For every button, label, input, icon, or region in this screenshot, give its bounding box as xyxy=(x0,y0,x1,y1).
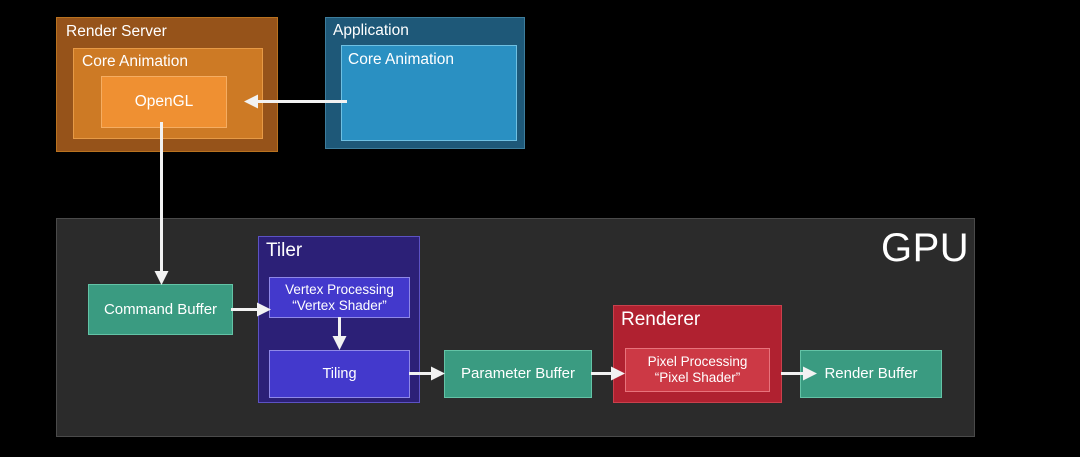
render-buffer-box: Render Buffer xyxy=(800,350,942,398)
tiling-box: Tiling xyxy=(269,350,410,398)
application-core-animation-title: Core Animation xyxy=(348,51,454,68)
command-buffer-label: Command Buffer xyxy=(103,300,218,318)
tiling-label: Tiling xyxy=(322,365,357,382)
renderer-title: Renderer xyxy=(621,309,701,330)
vertex-processing-line-1: Vertex Processing xyxy=(285,281,394,297)
opengl-label: OpenGL xyxy=(134,93,194,111)
tiler-title: Tiler xyxy=(266,240,303,261)
pixel-processing-line-1: Pixel Processing xyxy=(647,354,748,370)
pixel-processing-line-2: “Pixel Shader” xyxy=(654,370,741,385)
command-buffer-box: Command Buffer xyxy=(88,284,233,335)
parameter-buffer-box: Parameter Buffer xyxy=(444,350,592,398)
application-title: Application xyxy=(333,22,409,39)
parameter-buffer-label: Parameter Buffer xyxy=(461,365,575,383)
application-core-animation-group xyxy=(341,45,517,141)
vertex-processing-label: Vertex Processing “Vertex Shader” xyxy=(270,278,409,317)
vertex-processing-line-2: “Vertex Shader” xyxy=(292,297,387,313)
render-server-title: Render Server xyxy=(66,23,167,40)
opengl-box: OpenGL xyxy=(101,76,227,128)
pixel-processing-label: Pixel Processing “Pixel Shader” xyxy=(626,349,769,391)
gpu-title: GPU xyxy=(881,226,970,270)
render-buffer-label: Render Buffer xyxy=(824,365,918,383)
vertex-processing-box: Vertex Processing “Vertex Shader” xyxy=(269,277,410,318)
pixel-processing-box: Pixel Processing “Pixel Shader” xyxy=(625,348,770,392)
render-server-core-animation-title: Core Animation xyxy=(82,53,188,70)
